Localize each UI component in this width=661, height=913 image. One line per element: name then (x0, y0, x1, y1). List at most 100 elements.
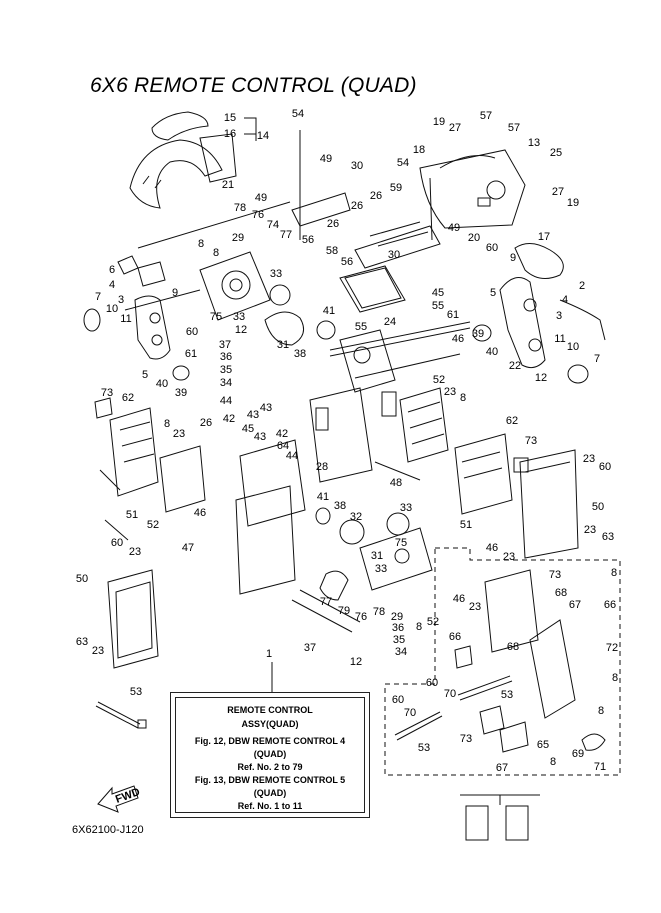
callout-9: 9 (172, 287, 178, 299)
gear-part (386, 512, 410, 536)
cable-tie-part (95, 701, 141, 729)
callout-66: 66 (604, 599, 616, 611)
callout-78: 78 (373, 606, 385, 618)
handle-arm-right (499, 277, 546, 369)
module-left-part (109, 407, 159, 497)
callout-2: 2 (579, 280, 585, 292)
bracket-ribs (369, 221, 429, 247)
callout-37: 37 (304, 642, 316, 654)
lid-part (199, 133, 237, 183)
callout-50: 50 (76, 573, 88, 585)
callout-49: 49 (255, 192, 267, 204)
callout-33: 33 (233, 311, 245, 323)
callout-15: 15 (224, 112, 236, 124)
callout-43: 43 (247, 409, 259, 421)
assy-line-8: Ref. No. 1 to 11 (237, 801, 303, 811)
drum-part (264, 311, 305, 346)
connector-option-part (479, 705, 505, 735)
assy-line-5: Ref. No. 2 to 79 (237, 762, 303, 772)
wire-harness (559, 299, 606, 341)
callout-77: 77 (280, 229, 292, 241)
bushing-part (172, 365, 190, 381)
callout-60: 60 (186, 326, 198, 338)
ecu-right-part (399, 387, 449, 463)
callout-57: 57 (480, 110, 492, 122)
arm-hole (149, 312, 161, 324)
callout-70: 70 (444, 688, 456, 700)
lever-part (319, 570, 349, 601)
callout-78: 78 (234, 202, 246, 214)
gear-hub (229, 278, 243, 292)
diagram-title: 6X6 REMOTE CONTROL (QUAD) (90, 74, 417, 97)
top-cover-part (151, 111, 209, 141)
callout-8: 8 (198, 238, 204, 250)
callout-12: 12 (350, 656, 362, 668)
callout-73: 73 (101, 387, 113, 399)
callout-75: 75 (395, 537, 407, 549)
callout-48: 48 (390, 477, 402, 489)
callout-46: 46 (194, 507, 206, 519)
callout-73: 73 (525, 435, 537, 447)
callout-7: 7 (95, 291, 101, 303)
callout-36: 36 (220, 351, 232, 363)
callout-46: 46 (486, 542, 498, 554)
callout-43: 43 (260, 402, 272, 414)
long-bolt (374, 461, 421, 481)
callout-62: 62 (506, 415, 518, 427)
callout-74: 74 (267, 219, 279, 231)
handle-grip-part (137, 261, 166, 287)
callout-42: 42 (223, 413, 235, 425)
callout-5: 5 (142, 369, 148, 381)
cable-tie-part (394, 711, 443, 741)
callout-6: 6 (109, 264, 115, 276)
fwd-arrow-icon (97, 785, 139, 813)
callout-60: 60 (486, 242, 498, 254)
center-hub (353, 346, 371, 364)
callout-43: 43 (254, 431, 266, 443)
link-rod (354, 353, 461, 379)
callout-23: 23 (129, 546, 141, 558)
handle-housing-part (419, 149, 526, 229)
callout-59: 59 (390, 182, 402, 194)
callout-60: 60 (392, 694, 404, 706)
clamp-part (581, 733, 606, 751)
plate-inner (344, 267, 402, 309)
callout-23: 23 (444, 386, 456, 398)
callout-42: 42 (276, 428, 288, 440)
callout-29: 29 (232, 232, 244, 244)
callout-47: 47 (182, 542, 194, 554)
module-ribs (461, 451, 503, 479)
bracket-lower-part (354, 225, 441, 269)
guide-lines (99, 201, 291, 541)
callout-5: 5 (490, 287, 496, 299)
cover-slots (142, 175, 162, 189)
callout-51: 51 (126, 509, 138, 521)
callout-35: 35 (393, 634, 405, 646)
callout-52: 52 (427, 616, 439, 628)
callout-39: 39 (472, 328, 484, 340)
callout-70: 70 (404, 707, 416, 719)
connector-part (381, 391, 397, 417)
callout-8: 8 (460, 392, 466, 404)
callout-8: 8 (611, 567, 617, 579)
callout-8: 8 (213, 247, 219, 259)
long-rod (291, 589, 361, 633)
callout-41: 41 (317, 491, 329, 503)
callout-55: 55 (432, 300, 444, 312)
callout-52: 52 (147, 519, 159, 531)
callout-56: 56 (341, 256, 353, 268)
callout-35: 35 (220, 364, 232, 376)
assy-line-1: REMOTE CONTROL (227, 705, 313, 715)
callout-8: 8 (550, 756, 556, 768)
handle-arm-left (134, 295, 171, 360)
callout-49: 49 (320, 153, 332, 165)
housing-edge (439, 155, 496, 169)
callout-68: 68 (555, 587, 567, 599)
clip-part (454, 645, 473, 669)
callout-4: 4 (109, 279, 115, 291)
callout-25: 25 (550, 147, 562, 159)
shaft-part (457, 675, 513, 701)
callout-3: 3 (118, 294, 124, 306)
callout-11: 11 (554, 333, 565, 345)
